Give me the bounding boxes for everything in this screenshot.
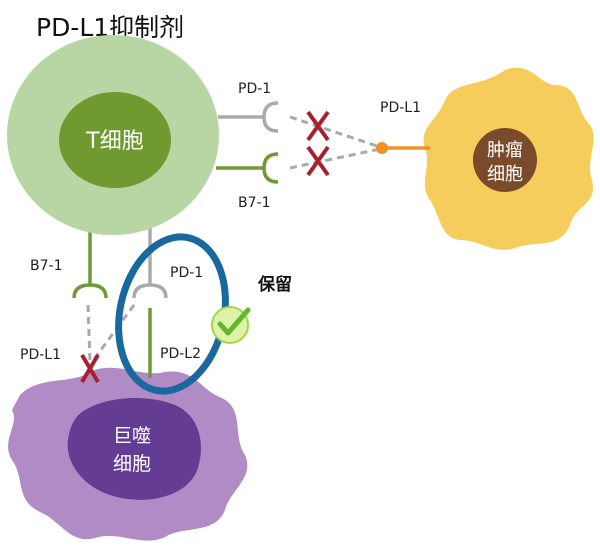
label-b7-1-left: B7-1 [30, 258, 62, 274]
macrophage-label-2: 细胞 [113, 453, 151, 475]
blocked-x-icon-b7-1 [306, 145, 330, 177]
pd-l1-ligand-tumor [376, 142, 388, 154]
label-retained: 保留 [257, 274, 292, 295]
t-cell: T细胞 [7, 35, 219, 235]
tumor-cell-label-2: 细胞 [487, 164, 523, 185]
macrophage-cell: 巨噬 细胞 [8, 367, 248, 541]
tumor-cell-label-1: 肿瘤 [487, 140, 523, 161]
b7-1-receptor-top [262, 152, 279, 184]
label-pd-l2: PD-L2 [160, 346, 201, 362]
label-pd-1-top: PD-1 [238, 81, 271, 97]
check-icon [211, 306, 251, 344]
label-b7-1-top: B7-1 [238, 195, 270, 211]
label-pd-1-mid: PD-1 [170, 265, 203, 281]
t-cell-label: T细胞 [85, 129, 143, 154]
label-pd-l1-tumor: PD-L1 [380, 100, 421, 116]
blocked-x-icon-pd-1 [306, 110, 330, 142]
pd-1-receptor-macrophage [132, 283, 168, 299]
label-pd-l1-macrophage: PD-L1 [20, 347, 61, 363]
macrophage-label-1: 巨噬 [113, 425, 151, 447]
tumor-cell: 肿瘤 细胞 [423, 67, 594, 250]
blocked-x-icon-macrophage [80, 353, 100, 384]
pd-1-receptor-top [262, 101, 279, 133]
b7-1-receptor-macrophage [72, 283, 108, 299]
